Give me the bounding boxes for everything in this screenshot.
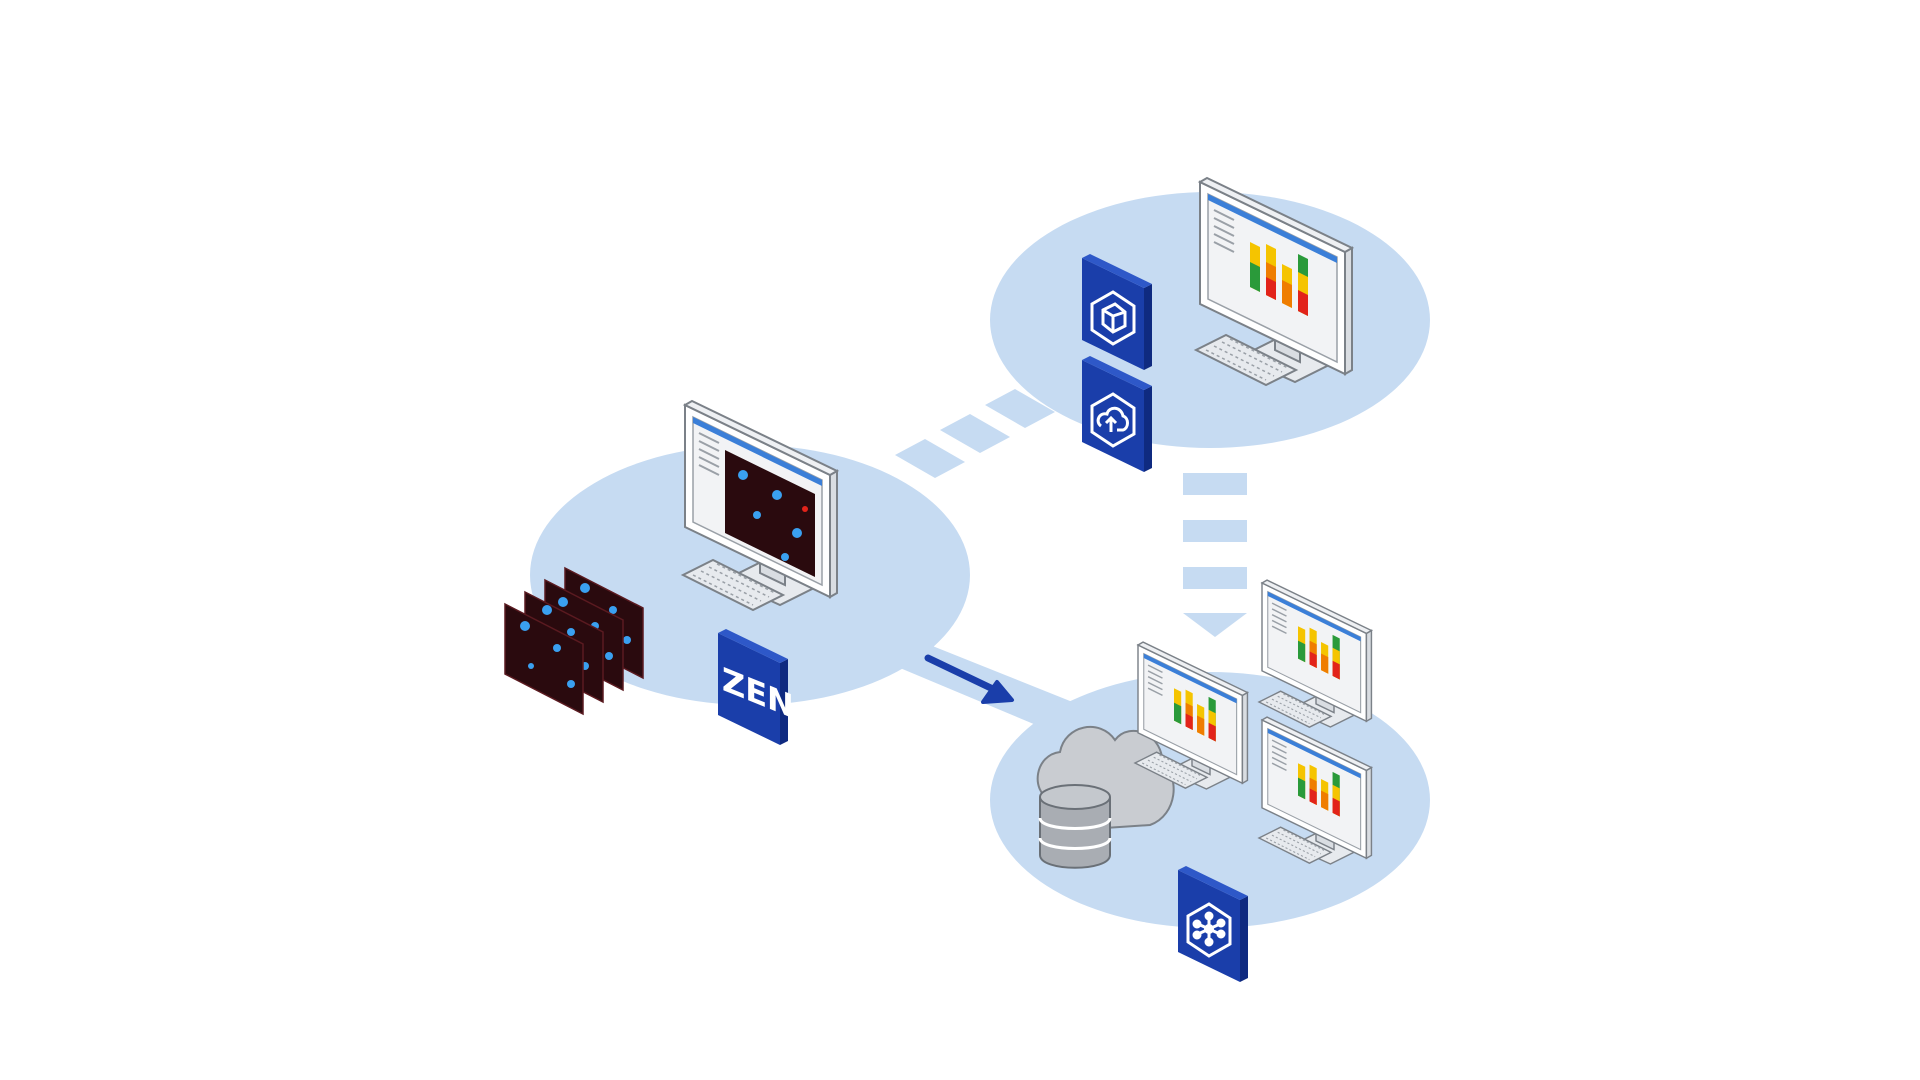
cloud-upload-hexagon-icon [1082, 356, 1152, 472]
cube-hexagon-icon [1082, 254, 1152, 370]
zen-logo-icon: ZEN [718, 629, 794, 745]
image-stack [504, 566, 644, 716]
database-icon [1038, 784, 1112, 869]
connector-left-to-top [895, 389, 1055, 478]
arrow-right-down-icon [924, 654, 1014, 704]
connector-top-to-bottom [1183, 473, 1247, 637]
monitor-left [684, 400, 838, 606]
network-hexagon-icon [1178, 866, 1248, 982]
